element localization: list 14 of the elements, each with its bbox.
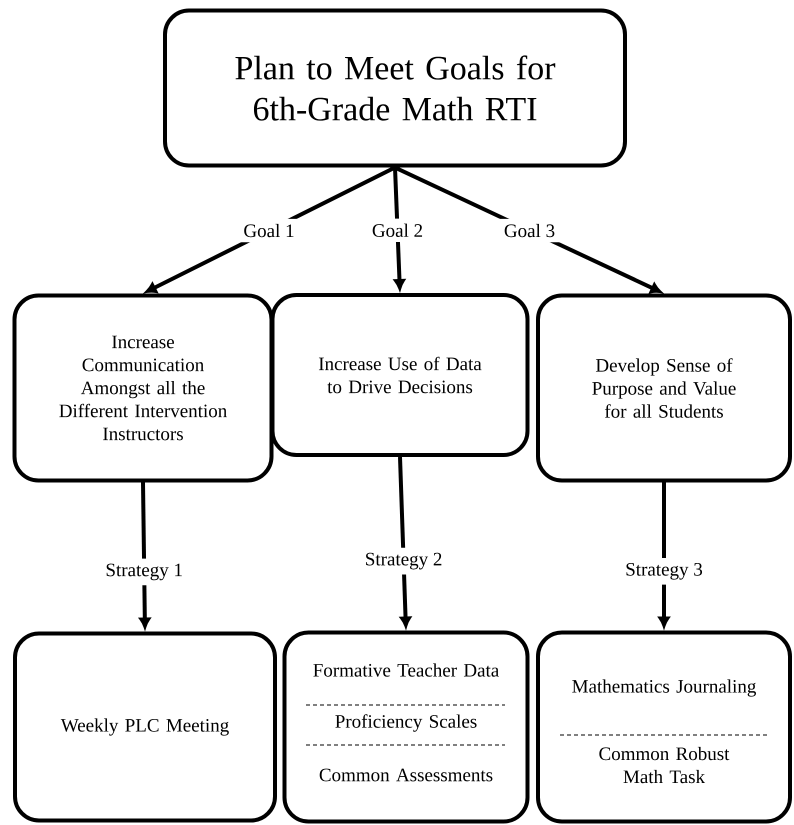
process-box: Mathematics Journaling Common Robust Math Task bbox=[536, 630, 792, 824]
edge-label: Goal 2 bbox=[366, 218, 428, 242]
process-box: Increase Communication Amongst all the Different Intervention Instructors bbox=[12, 294, 274, 482]
edge-label: Goal 1 bbox=[238, 218, 300, 242]
process-box: Formative Teacher Data Proficiency Scales Common Assessments bbox=[282, 630, 530, 824]
process-box: Develop Sense of Purpose and Value for all Students bbox=[536, 294, 792, 482]
process-box: Weekly PLC Meeting bbox=[13, 632, 277, 822]
arrow bbox=[398, 456, 412, 628]
process-box: Increase Use of Data to Drive Decisions bbox=[270, 293, 530, 457]
edge-label: Strategy 2 bbox=[360, 548, 448, 574]
edge-label: Goal 3 bbox=[498, 218, 560, 242]
edge-label: Strategy 3 bbox=[620, 558, 708, 585]
edge-label: Strategy 1 bbox=[100, 558, 188, 586]
process-box: Plan to Meet Goals for 6th-Grade Math RTI bbox=[163, 8, 627, 168]
